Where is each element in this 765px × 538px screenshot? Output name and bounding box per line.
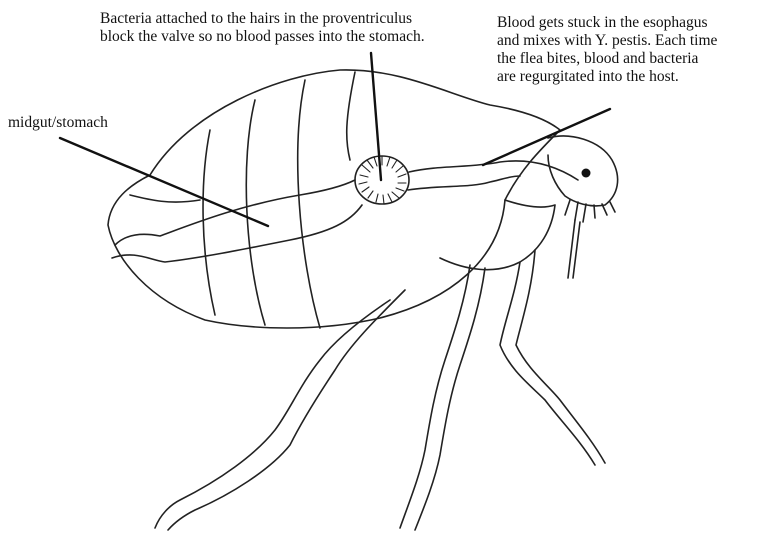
abdomen-segment [347, 72, 355, 160]
abdomen-segment [203, 130, 215, 315]
thorax-outline [440, 200, 555, 270]
proventriculus-hairs [359, 156, 406, 204]
proboscis [568, 220, 580, 278]
abdomen-segment [246, 100, 265, 325]
front-leg [516, 250, 605, 463]
esophagus [408, 176, 520, 190]
hind-leg [168, 290, 405, 530]
middle-leg [415, 268, 485, 530]
midgut-label: midgut/stomach [8, 114, 108, 132]
proventriculus-label: Bacteria attached to the hairs in the pr… [100, 10, 425, 46]
abdomen-outline [108, 70, 560, 328]
eye [582, 169, 591, 178]
esophagus-label: Blood gets stuck in the esophagus and mi… [497, 14, 717, 86]
abdomen-segment [130, 195, 200, 202]
abdomen-segment [298, 80, 320, 328]
middle-leg [400, 265, 470, 528]
midgut-leader-line [60, 138, 268, 226]
hind-leg [155, 300, 390, 528]
esophagus-leader-line [483, 109, 610, 165]
front-leg [500, 262, 595, 465]
